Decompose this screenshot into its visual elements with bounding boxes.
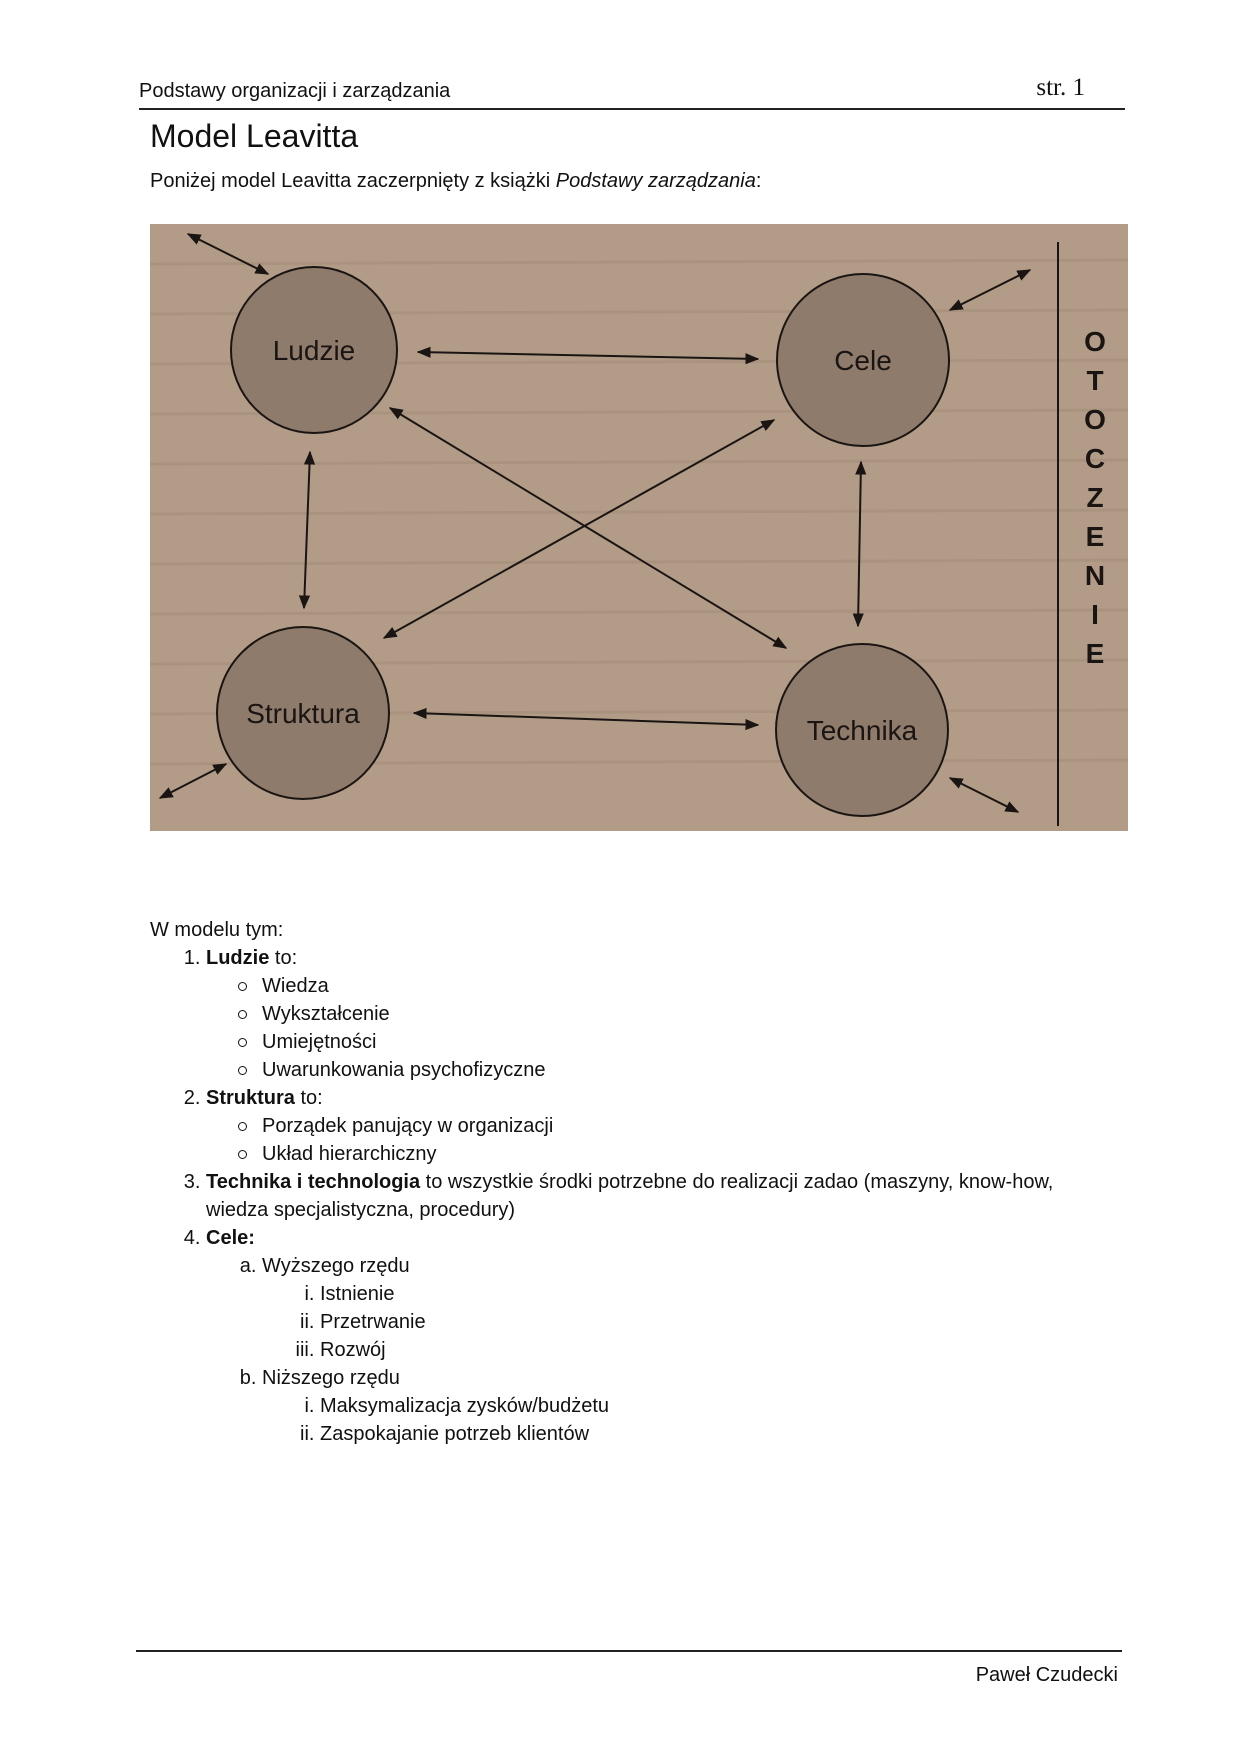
list-item: Umiejętności <box>238 1028 1110 1056</box>
list-item: Porządek panujący w organizacji <box>238 1112 1110 1140</box>
node-technika-label: Technika <box>807 715 918 746</box>
list-item-ludzie: Ludzie to: Wiedza Wykształcenie Umiejętn… <box>206 944 1110 1084</box>
footer-author: Paweł Czudecki <box>975 1664 1118 1686</box>
list-item: Zaspokajanie potrzeb klientów <box>320 1420 1110 1448</box>
environment-letter: E <box>1086 521 1105 552</box>
list-item: Wiedza <box>238 972 1110 1000</box>
arrow-ludzie-cele <box>416 346 760 365</box>
term-rest: to wszystkie środki potrzebne do realiza… <box>206 1171 1054 1221</box>
arrow-env-cele <box>948 269 1032 311</box>
term-technika: Technika i technologia <box>206 1171 421 1193</box>
environment-letter: O <box>1084 404 1106 435</box>
list-item: Uwarunkowania psychofizyczne <box>238 1056 1110 1084</box>
environment-letter: T <box>1086 365 1103 396</box>
environment-letter: E <box>1086 638 1105 669</box>
term-rest: to: <box>294 1087 323 1109</box>
intro-paragraph: Poniżej model Leavitta zaczerpnięty z ks… <box>150 170 761 193</box>
node-cele: Cele <box>776 273 950 447</box>
environment-letter: N <box>1085 560 1105 591</box>
page-footer: Paweł Czudecki <box>136 1650 1122 1686</box>
node-technika: Technika <box>775 643 949 817</box>
goals-list: Wyższego rzędu Istnienie Przetrwanie Roz… <box>206 1252 1110 1448</box>
arrow-struktura-cele <box>382 419 776 639</box>
list-item: Istnienie <box>320 1280 1110 1308</box>
list-item: Wykształcenie <box>238 1000 1110 1028</box>
list-item: Maksymalizacja zysków/budżetu <box>320 1392 1110 1420</box>
body-intro: W modelu tym: <box>150 919 284 941</box>
arrow-struktura-technika <box>412 707 760 731</box>
node-struktura: Struktura <box>216 626 390 800</box>
intro-end: : <box>755 170 762 192</box>
environment-letter: I <box>1091 599 1099 630</box>
arrow-env-struktura <box>158 763 228 799</box>
header-title: Podstawy organizacji i zarządzania <box>139 80 451 102</box>
goal-group-label: Wyższego rzędu <box>262 1255 410 1277</box>
goals-sublist: Maksymalizacja zysków/budżetu Zaspokajan… <box>262 1392 1110 1448</box>
term-rest: to: <box>269 947 298 969</box>
environment-letter: O <box>1084 326 1106 357</box>
environment-letter: C <box>1085 443 1105 474</box>
node-ludzie-label: Ludzie <box>273 335 356 366</box>
page-header: Podstawy organizacji i zarządzania str. … <box>139 74 1125 110</box>
arrow-env-technika <box>948 777 1020 813</box>
sublist: Porządek panujący w organizacji Układ hi… <box>206 1112 1110 1168</box>
book-title: Podstawy zarządzania <box>555 170 756 192</box>
list-item-struktura: Struktura to: Porządek panujący w organi… <box>206 1084 1110 1168</box>
node-cele-label: Cele <box>834 345 892 376</box>
term-struktura: Struktura <box>206 1087 295 1109</box>
body-text: W modelu tym: Ludzie to: Wiedza Wykształ… <box>150 916 1110 1448</box>
list-item: Układ hierarchiczny <box>238 1140 1110 1168</box>
environment-letter: Z <box>1086 482 1103 513</box>
page-number: str. 1 <box>1036 74 1085 101</box>
goals-sublist: Istnienie Przetrwanie Rozwój <box>262 1280 1110 1364</box>
intro-text: Poniżej model Leavitta zaczerpnięty z ks… <box>150 170 556 192</box>
document-title: Model Leavitta <box>150 118 359 154</box>
term-cele: Cele: <box>206 1227 255 1249</box>
list-item: Rozwój <box>320 1336 1110 1364</box>
term-ludzie: Ludzie <box>206 947 270 969</box>
arrow-ludzie-struktura <box>298 450 316 610</box>
list-item: Niższego rzędu Maksymalizacja zysków/bud… <box>262 1364 1110 1448</box>
arrow-cele-technika <box>852 460 867 628</box>
node-ludzie: Ludzie <box>230 266 398 434</box>
sublist: Wiedza Wykształcenie Umiejętności Uwarun… <box>206 972 1110 1084</box>
list-item-technika: Technika i technologia to wszystkie środ… <box>206 1168 1110 1224</box>
goal-group-label: Niższego rzędu <box>262 1367 400 1389</box>
arrow-env-ludzie <box>186 233 270 275</box>
list-item-cele: Cele: Wyższego rzędu Istnienie Przetrwan… <box>206 1224 1110 1448</box>
main-list: Ludzie to: Wiedza Wykształcenie Umiejętn… <box>150 944 1110 1448</box>
list-item: Wyższego rzędu Istnienie Przetrwanie Roz… <box>262 1252 1110 1364</box>
node-struktura-label: Struktura <box>246 698 360 729</box>
list-item: Przetrwanie <box>320 1308 1110 1336</box>
